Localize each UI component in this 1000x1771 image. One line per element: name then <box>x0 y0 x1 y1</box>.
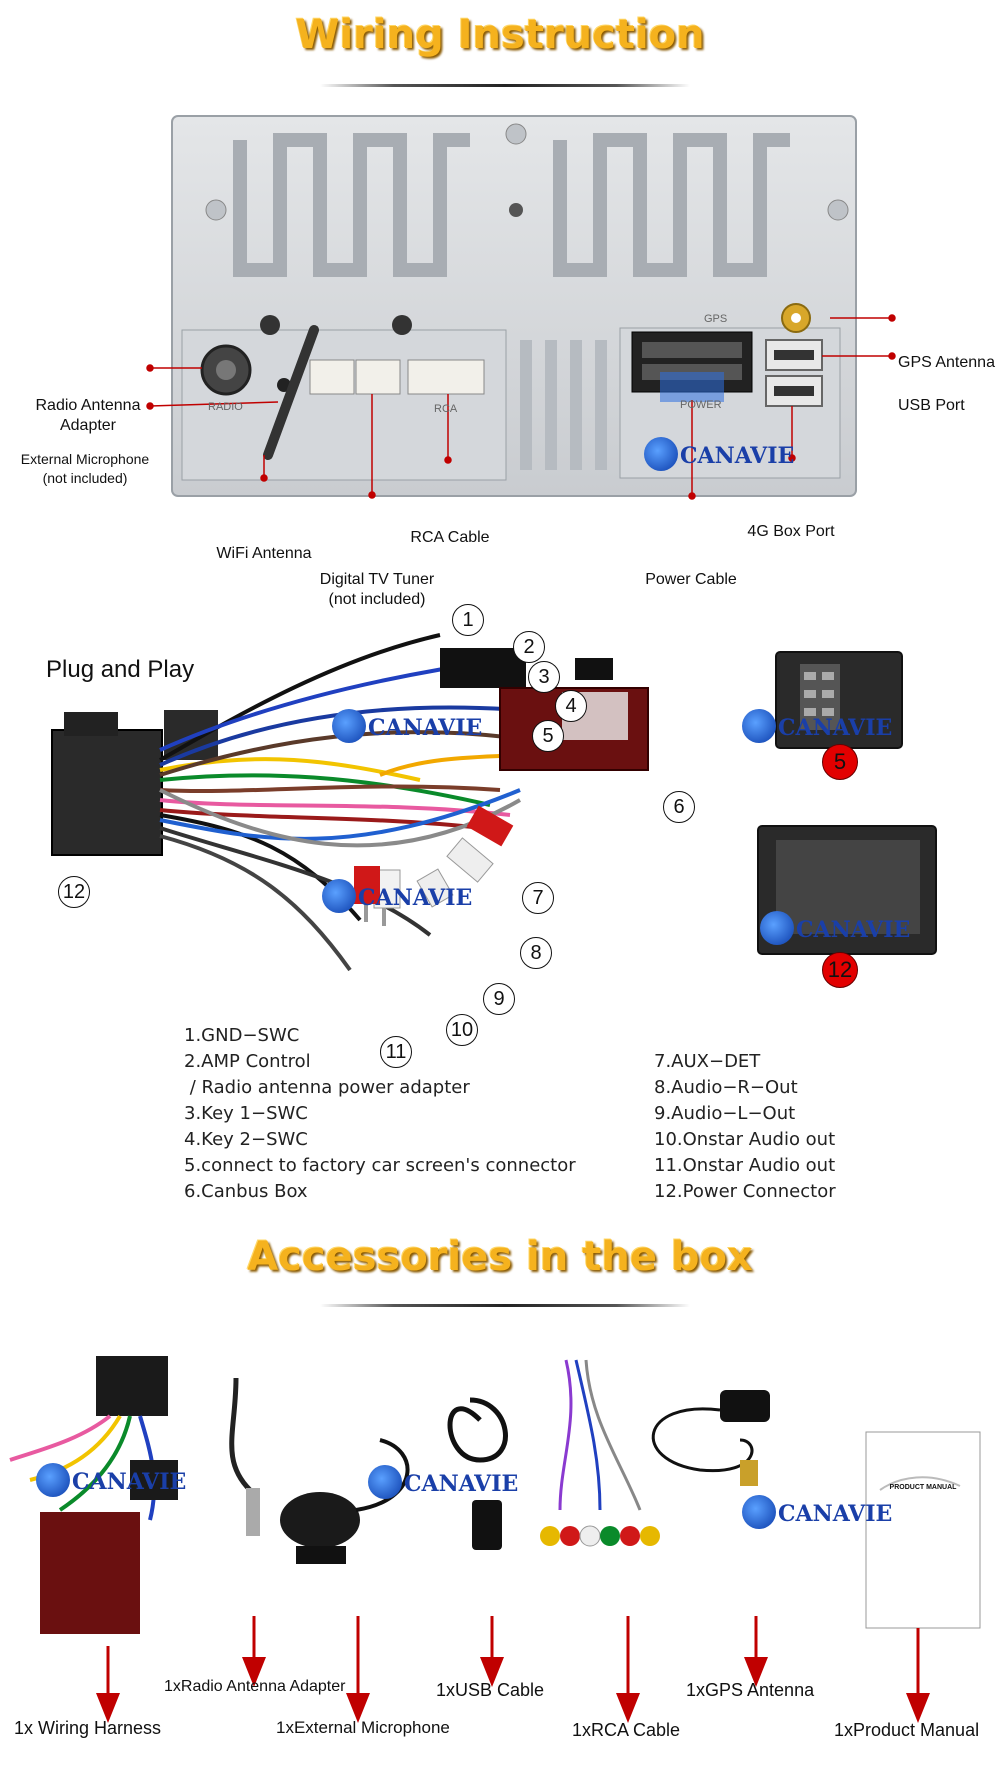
gps-marking: GPS <box>704 313 727 325</box>
list-item: 1.GND−SWC <box>184 1025 300 1046</box>
accessory-wiring-harness: 1x Wiring Harness <box>14 1718 162 1738</box>
harness-number: 10 <box>446 1014 478 1046</box>
list-item: 11.Onstar Audio out <box>654 1155 836 1176</box>
canavie-logo-icon <box>322 879 356 913</box>
harness-number: 12 <box>58 876 90 908</box>
list-item: 12.Power Connector <box>654 1181 836 1202</box>
list-item: / Radio antenna power adapter <box>184 1077 470 1098</box>
canavie-logo-icon <box>332 709 366 743</box>
radio-marking: RADIO <box>208 401 243 413</box>
label-power-cable: Power Cable <box>645 571 737 588</box>
brand-watermark: CANAVIE <box>36 1463 186 1500</box>
accessory-pointers <box>96 1616 930 1723</box>
accessory-rca-cable: 1xRCA Cable <box>572 1720 681 1740</box>
harness-number: 3 <box>528 661 560 693</box>
canavie-logo-icon <box>368 1465 402 1499</box>
list-item: 2.AMP Control <box>184 1051 311 1072</box>
harness-number: 8 <box>520 937 552 969</box>
label-4g-box-port: 4G Box Port <box>747 523 835 540</box>
list-item: 5.connect to factory car screen's connec… <box>184 1155 576 1176</box>
label-usb-port: USB Port <box>898 397 965 414</box>
power-marking: POWER <box>680 399 722 411</box>
canavie-logo-icon <box>760 911 794 945</box>
title-divider <box>320 1304 690 1307</box>
brand-watermark: CANAVIE <box>742 709 892 746</box>
label-rca-cable: RCA Cable <box>410 529 490 546</box>
title-divider <box>320 84 690 87</box>
harness-number: 2 <box>513 631 545 663</box>
label-external-microphone: External Microphone (not included) <box>20 451 150 486</box>
connection-list-left: 1.GND−SWC 2.AMP Control / Radio antenna … <box>184 1023 576 1205</box>
connection-list-right: 7.AUX−DET 8.Audio−R−Out 9.Audio−L−Out 10… <box>654 1049 836 1205</box>
harness-number: 7 <box>522 882 554 914</box>
list-item: 4.Key 2−SWC <box>184 1129 308 1150</box>
label-radio-antenna-adapter: Radio Antenna Adapter <box>35 397 141 434</box>
accessories-title: Accessories in the box <box>247 1234 753 1280</box>
accessory-external-microphone: 1xExternal Microphone <box>276 1718 450 1737</box>
connector-badge-5: 5 <box>822 744 858 780</box>
connector-badge-12: 12 <box>822 952 858 988</box>
accessory-radio-antenna-adapter: 1xRadio Antenna Adapter <box>164 1678 346 1695</box>
list-item: 8.Audio−R−Out <box>654 1077 798 1098</box>
canavie-logo-icon <box>644 437 678 471</box>
list-item: 7.AUX−DET <box>654 1051 761 1072</box>
harness-number: 6 <box>663 791 695 823</box>
accessory-usb-cable: 1xUSB Cable <box>436 1680 545 1700</box>
brand-watermark: CANAVIE <box>742 1495 892 1532</box>
harness-number: 11 <box>380 1036 412 1068</box>
brand-watermark: CANAVIE <box>760 911 910 948</box>
accessory-product-manual: 1xProduct Manual <box>834 1720 980 1740</box>
brand-watermark: CANAVIE <box>644 437 794 474</box>
canavie-logo-icon <box>36 1463 70 1497</box>
harness-number: 5 <box>532 720 564 752</box>
rca-marking: RCA <box>434 403 458 415</box>
canavie-logo-icon <box>742 1495 776 1529</box>
head-unit-rear-diagram: GPS RADIO RCA POWER <box>146 115 896 500</box>
canavie-logo-icon <box>742 709 776 743</box>
manual-cover-title: PRODUCT MANUAL <box>889 1484 957 1491</box>
accessory-gps-antenna: 1xGPS Antenna <box>686 1680 815 1700</box>
harness-number: 1 <box>452 604 484 636</box>
brand-watermark: CANAVIE <box>332 709 482 746</box>
brand-watermark: CANAVIE <box>322 879 472 916</box>
label-wifi-antenna: WiFi Antenna <box>216 545 312 562</box>
label-gps-antenna: GPS Antenna <box>898 354 995 371</box>
list-item: 3.Key 1−SWC <box>184 1103 308 1124</box>
list-item: 6.Canbus Box <box>184 1181 308 1202</box>
harness-number: 9 <box>483 983 515 1015</box>
accessories-illustration <box>9 1356 981 1634</box>
brand-watermark: CANAVIE <box>368 1465 518 1502</box>
label-digital-tv-tuner: Digital TV Tuner (not included) <box>319 571 435 608</box>
wiring-title: Wiring Instruction <box>295 12 705 58</box>
plug-and-play-title: Plug and Play <box>46 656 195 683</box>
list-item: 9.Audio−L−Out <box>654 1103 796 1124</box>
list-item: 10.Onstar Audio out <box>654 1129 836 1150</box>
harness-number: 4 <box>555 690 587 722</box>
